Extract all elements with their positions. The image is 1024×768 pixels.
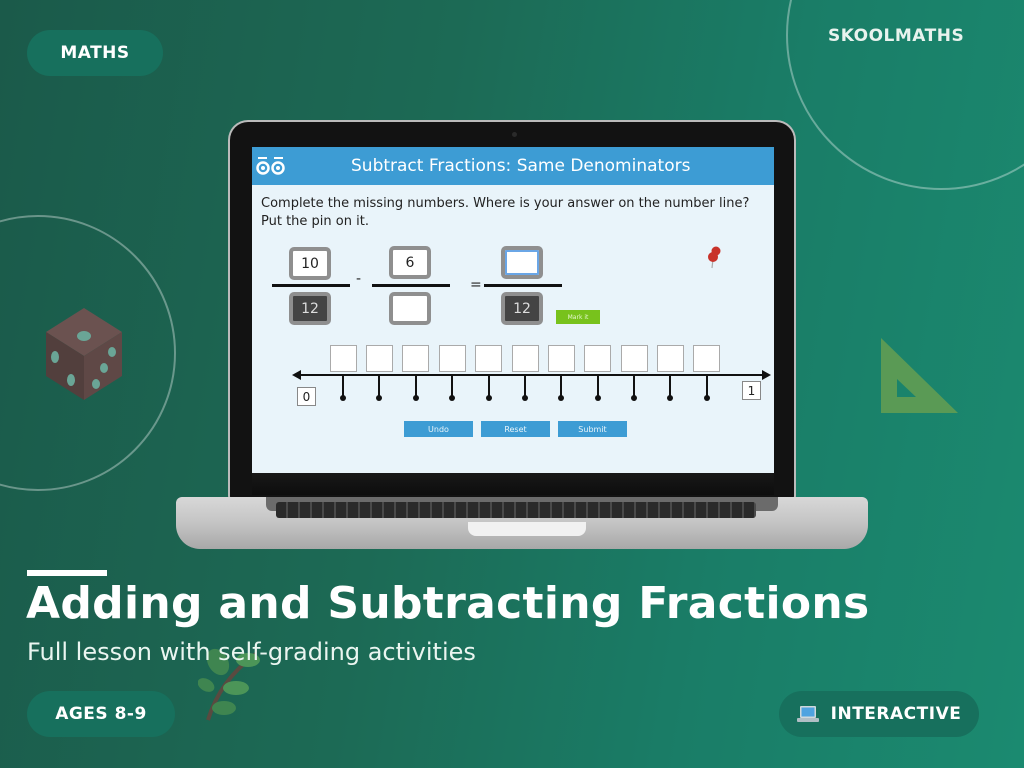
laptop-keyboard [276,502,756,518]
leaf-sprig-icon [198,648,260,721]
number-line-box[interactable] [366,345,393,372]
number-line-box[interactable] [512,345,539,372]
number-line-end-label: 1 [742,381,761,400]
dice-icon [46,308,122,400]
webcam [512,132,517,137]
number-line-tick [449,376,455,401]
laptop-screen-bezel: Subtract Fractions: Same Denominators Co… [228,120,796,500]
number-line-tick [486,376,492,401]
title-accent-bar [27,570,107,576]
interactive-label: INTERACTIVE [830,704,962,724]
subject-badge: MATHS [27,30,163,76]
number-line-tick [340,376,346,401]
number-line-box[interactable] [621,345,648,372]
screen-bottom-bezel [252,473,774,495]
page-subtitle: Full lesson with self-grading activities [27,638,476,666]
app-header: Subtract Fractions: Same Denominators [252,147,774,185]
number-line-box[interactable] [693,345,720,372]
number-line-box[interactable] [439,345,466,372]
number-line-tick [595,376,601,401]
number-line-box[interactable] [475,345,502,372]
fraction1-numerator: 10 [289,247,331,280]
result-numerator-input[interactable] [501,246,543,279]
minus-operator: - [356,271,362,287]
interactive-badge: INTERACTIVE [779,691,979,737]
mark-it-button[interactable]: Mark it [556,310,600,324]
equals-sign: = [470,277,482,293]
ages-label: AGES 8-9 [55,704,147,724]
number-line-tick [704,376,710,401]
page-title: Adding and Subtracting Fractions [26,578,870,629]
fraction-bar [372,284,450,287]
laptop-icon [796,706,819,722]
activity-title: Subtract Fractions: Same Denominators [351,156,691,176]
app-screen: Subtract Fractions: Same Denominators Co… [252,147,774,473]
number-line-tick [667,376,673,401]
fraction-bar [272,284,350,287]
number-line-box[interactable] [584,345,611,372]
number-line-start-label: 0 [297,387,316,406]
fraction-bar [484,284,562,287]
brand-name: SKOOLMATHS [828,26,965,46]
fraction1-denominator: 12 [289,292,331,325]
subject-label: MATHS [60,43,130,63]
number-line-arrow-right [762,370,771,380]
laptop-notch [468,522,586,536]
number-line-tick [631,376,637,401]
result-denominator: 12 [501,292,543,325]
undo-button[interactable]: Undo [404,421,473,437]
number-line-box[interactable] [402,345,429,372]
fraction2-denominator-input[interactable] [389,292,431,325]
set-square-icon [881,338,958,413]
laptop-base [176,497,868,549]
fraction2-numerator: 6 [389,246,431,279]
number-line-box[interactable] [657,345,684,372]
instructions-text: Complete the missing numbers. Where is y… [261,196,750,229]
reset-button[interactable]: Reset [481,421,550,437]
push-pin-icon[interactable] [707,245,723,269]
number-line-axis [296,374,768,376]
number-line-box[interactable] [330,345,357,372]
number-line-tick [376,376,382,401]
number-line-box[interactable] [548,345,575,372]
ages-badge: AGES 8-9 [27,691,175,737]
number-line-tick [522,376,528,401]
submit-button[interactable]: Submit [558,421,627,437]
owl-eyes-icon [256,157,285,175]
number-line-tick [558,376,564,401]
number-line-tick [413,376,419,401]
